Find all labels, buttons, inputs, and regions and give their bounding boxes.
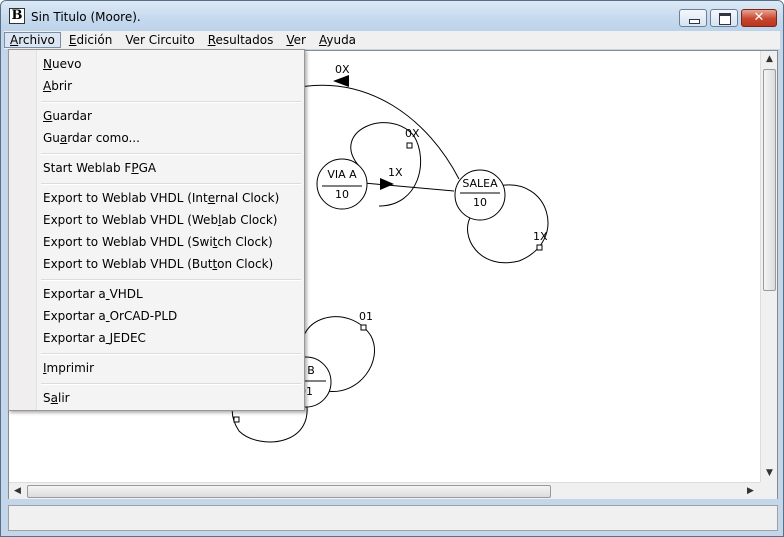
loop-handle <box>233 416 240 423</box>
menu-item-start-weblab-fpga[interactable]: Start Weblab FPGA <box>43 161 157 175</box>
minimize-button[interactable] <box>679 9 707 27</box>
vertical-scroll-thumb[interactable] <box>763 69 776 291</box>
menu-ver-circuito[interactable]: Ver Circuito <box>125 33 195 47</box>
menu-separator <box>41 383 301 385</box>
transition-label: 1X <box>533 230 548 243</box>
scrollbar-corner <box>760 482 777 499</box>
menu-item-abrir[interactable]: Abrir <box>43 79 73 93</box>
scroll-up-icon[interactable]: ▲ <box>766 54 773 64</box>
horizontal-scrollbar[interactable]: ◀ ▶ <box>9 482 760 499</box>
menu-icon-gutter <box>9 50 37 410</box>
menu-item-guardar-como[interactable]: Guardar como... <box>43 131 140 145</box>
state-salea[interactable]: SALEA 10 <box>454 169 506 221</box>
menu-separator <box>41 101 301 103</box>
state-name: SALEA <box>462 177 498 190</box>
archivo-dropdown-menu: Nuevo Abrir Guardar Guardar como... Star… <box>8 49 305 411</box>
self-loop-via-a <box>350 122 422 207</box>
loop-handle <box>360 324 367 331</box>
vertical-scrollbar[interactable]: ▲ ▼ <box>760 51 777 482</box>
horizontal-scroll-thumb[interactable] <box>27 485 551 498</box>
menu-separator <box>41 183 301 185</box>
menu-ver[interactable]: Ver <box>286 33 306 47</box>
menu-item-export-switch-clock[interactable]: Export to Weblab VHDL (Switch Clock) <box>43 235 273 249</box>
scroll-right-icon[interactable]: ▶ <box>747 486 754 496</box>
menu-separator <box>41 353 301 355</box>
state-diagram[interactable]: VIA A 10 SALEA 10 B 01 0X 0X 1X 1X 01 <box>9 51 760 482</box>
loop-handle <box>406 142 413 149</box>
self-loop-b-top <box>301 316 376 392</box>
menu-item-nuevo[interactable]: Nuevo <box>43 57 82 71</box>
menu-item-guardar[interactable]: Guardar <box>43 109 92 123</box>
window-title: Sin Titulo (Moore). <box>31 10 141 24</box>
menu-separator <box>41 279 301 281</box>
transition-label: 1X <box>388 166 403 179</box>
status-bar <box>8 505 778 531</box>
menu-ayuda[interactable]: Ayuda <box>318 33 357 47</box>
state-via-a[interactable]: VIA A 10 <box>316 158 368 210</box>
scroll-down-icon[interactable]: ▼ <box>766 468 773 478</box>
title-bar[interactable]: B Sin Titulo (Moore). ✕ <box>1 1 783 31</box>
menu-item-exportar-orcad-pld[interactable]: Exportar a OrCAD-PLD <box>43 309 178 323</box>
transition-arc <box>288 84 460 180</box>
menu-item-exportar-jedec[interactable]: Exportar a JEDEC <box>43 331 146 345</box>
arrow-head <box>380 178 394 190</box>
menu-archivo[interactable]: Archivo <box>4 32 61 48</box>
close-icon: ✕ <box>753 10 765 25</box>
menu-bar: Archivo Edición Ver Circuito Resultados … <box>4 31 780 49</box>
transition-via-a-salea <box>363 182 455 192</box>
transition-label: 0X <box>405 127 420 140</box>
transition-label: 0X <box>335 63 350 76</box>
menu-edicion[interactable]: Edición <box>68 33 113 47</box>
menu-item-imprimir[interactable]: Imprimir <box>43 361 95 375</box>
menu-item-salir[interactable]: Salir <box>43 391 70 405</box>
menu-item-export-weblab-clock[interactable]: Export to Weblab VHDL (Weblab Clock) <box>43 213 278 227</box>
menu-resultados[interactable]: Resultados <box>207 33 274 47</box>
menu-item-exportar-vhdl[interactable]: Exportar a VHDL <box>43 287 143 301</box>
state-name: B <box>307 364 315 377</box>
loop-handle <box>536 244 543 251</box>
transition-label: 01 <box>359 310 373 323</box>
state-output: 10 <box>335 188 349 201</box>
self-loop-salea <box>467 184 549 264</box>
state-output: 10 <box>473 196 487 209</box>
menu-separator <box>41 153 301 155</box>
menu-item-export-internal-clock[interactable]: Export to Weblab VHDL (Internal Clock) <box>43 191 280 205</box>
scroll-left-icon[interactable]: ◀ <box>14 486 21 496</box>
close-button[interactable]: ✕ <box>741 9 777 27</box>
maximize-button[interactable] <box>710 9 738 27</box>
state-name: VIA A <box>327 168 357 181</box>
arrow-head <box>333 75 349 87</box>
app-icon: B <box>9 8 25 24</box>
menu-item-export-button-clock[interactable]: Export to Weblab VHDL (Button Clock) <box>43 257 274 271</box>
